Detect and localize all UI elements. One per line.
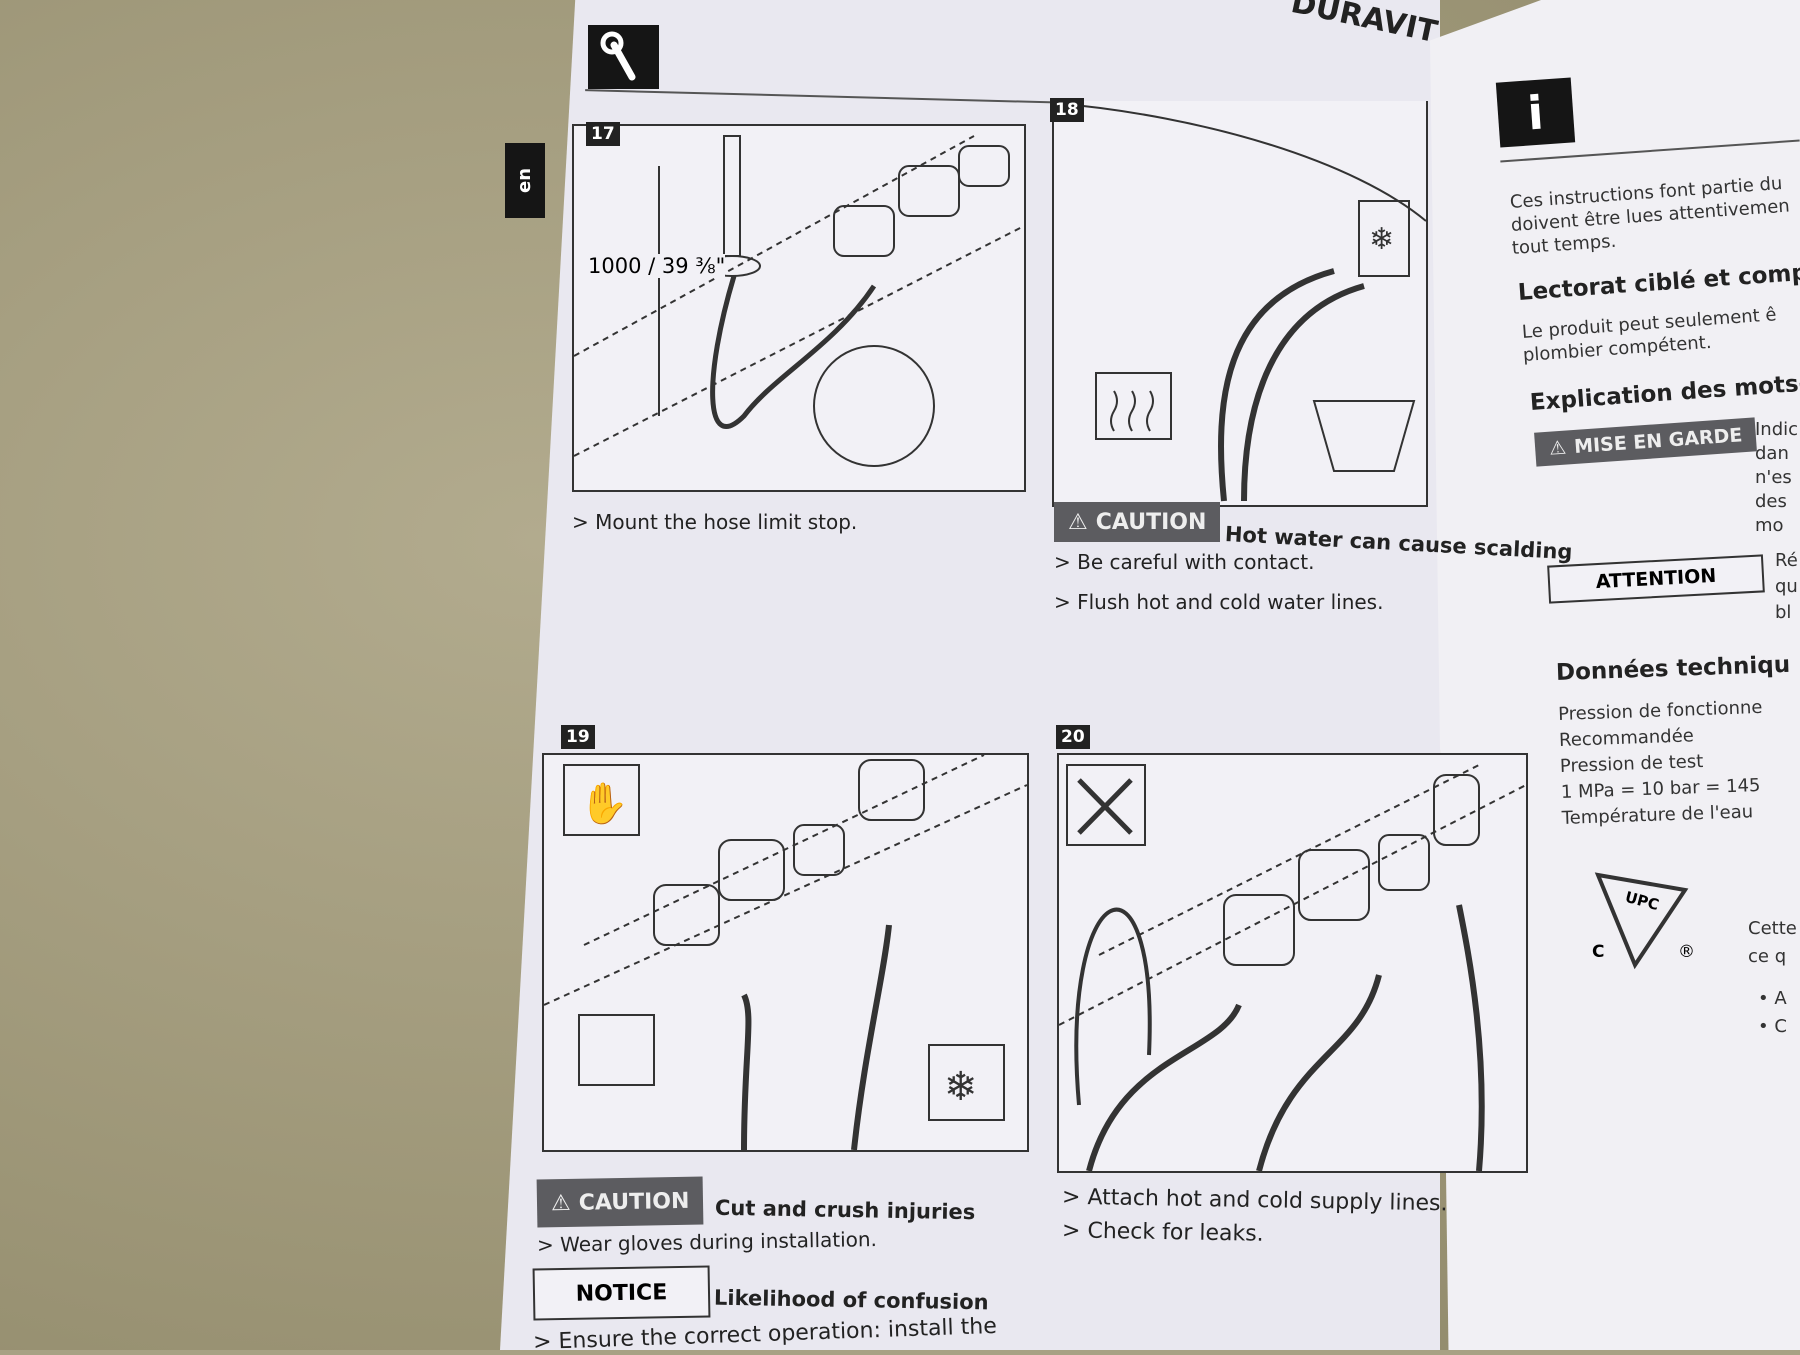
info-icon: i [1495,77,1576,148]
step-20-illustration [1057,753,1528,1173]
step-18-instruction: > Be careful with contact. [1054,550,1315,574]
caution-text: Cut and crush injuries [714,1195,976,1225]
notice-badge: NOTICE [532,1265,711,1321]
warning-triangle-icon: ⚠ [1068,509,1088,535]
svg-text:❄: ❄ [944,1064,978,1110]
language-tab-label: en [514,167,536,194]
wrench-icon [588,25,659,89]
language-tab[interactable]: en [505,143,545,218]
svg-text:✋: ✋ [579,780,629,827]
upc-certification-logo: UPC C ® [1590,870,1700,970]
dimension-label: 1000 / 39 ⅜" [588,254,726,278]
step-number: 19 [561,725,595,749]
certification-bullets: • A• C [1758,988,1787,1037]
caution-badge: ⚠CAUTION [1054,502,1221,542]
warning-triangle-icon: ⚠ [1548,436,1568,460]
step-18-instruction: > Flush hot and cold water lines. [1054,590,1384,614]
step-number: 20 [1056,725,1090,749]
step-17-instruction: > Mount the hose limit stop. [572,510,858,534]
step-18-illustration: ❄ [1052,101,1428,507]
step-19-illustration: ✋❄ [542,753,1029,1152]
notice-text: Likelihood of confusion [713,1285,989,1315]
step-17-illustration: 1000 / 39 ⅜" [572,124,1026,492]
svg-text:❄: ❄ [1369,222,1394,257]
step-number: 18 [1050,98,1084,122]
warning-triangle-icon: ⚠ [550,1190,571,1216]
step-20-instruction: > Check for leaks. [1061,1218,1264,1247]
step-number: 17 [586,122,620,146]
caution-badge: ⚠CAUTION [536,1176,704,1228]
